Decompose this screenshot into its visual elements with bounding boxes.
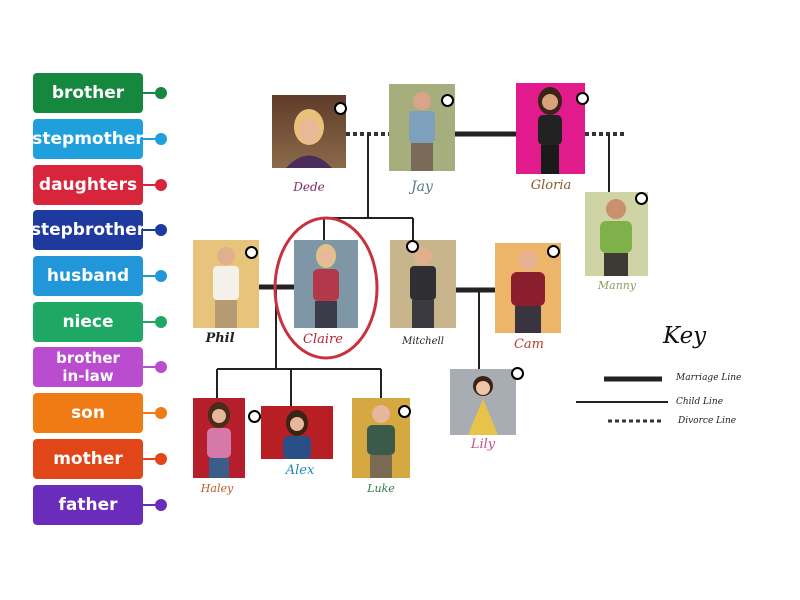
tile-handle[interactable] (155, 270, 167, 282)
name-cam: Cam (513, 337, 545, 352)
drop-target-gloria[interactable] (576, 92, 589, 105)
tile-handle[interactable] (155, 499, 167, 511)
photo-haley (193, 398, 245, 478)
photo-mitchell (390, 240, 456, 328)
photo-gloria (516, 83, 585, 174)
key-child-label: Child Line (676, 397, 724, 407)
tile-son[interactable]: son (33, 393, 143, 433)
name-dede: Dede (293, 180, 325, 194)
tile-connector (143, 366, 157, 368)
key-marriage-label: Marriage Line (676, 373, 742, 383)
tile-mother[interactable]: mother (33, 439, 143, 479)
photo-lily (450, 369, 516, 435)
tile-handle[interactable] (155, 453, 167, 465)
photo-claire (294, 240, 358, 328)
photo-cam (495, 243, 561, 333)
key-title: Key (663, 323, 707, 349)
tile-connector (143, 138, 157, 140)
tile-niece[interactable]: niece (33, 302, 143, 342)
drop-target-dede[interactable] (334, 102, 347, 115)
name-phil: Phil (205, 331, 235, 346)
tile-daughters[interactable]: daughters (33, 165, 143, 205)
tile-connector (143, 412, 157, 414)
tile-handle[interactable] (155, 87, 167, 99)
tile-brother-in-law[interactable]: brother in-law (33, 347, 143, 387)
tile-stepmother[interactable]: stepmother (32, 119, 144, 159)
tile-connector (143, 275, 157, 277)
tile-connector (143, 229, 157, 231)
name-manny: Manny (597, 279, 637, 292)
drop-target-luke[interactable] (398, 405, 411, 418)
tile-connector (143, 184, 157, 186)
drop-target-cam[interactable] (547, 245, 560, 258)
name-mitchell: Mitchell (402, 336, 444, 347)
photo-manny (585, 192, 648, 276)
tile-connector (143, 321, 157, 323)
photo-alex (261, 406, 333, 459)
drop-target-phil[interactable] (245, 246, 258, 259)
photo-dede (272, 95, 346, 168)
tile-connector (143, 458, 157, 460)
claire-highlight-ellipse (273, 216, 379, 360)
name-haley: Haley (200, 482, 234, 495)
key-divorce-label: Divorce Line (678, 416, 737, 426)
name-jay: Jay (411, 179, 433, 195)
tile-handle[interactable] (155, 361, 167, 373)
tile-handle[interactable] (155, 133, 167, 145)
tile-handle[interactable] (155, 224, 167, 236)
name-gloria: Gloria (530, 178, 572, 193)
tile-connector (143, 92, 157, 94)
tile-brother[interactable]: brother (33, 73, 143, 113)
name-alex: Alex (285, 463, 315, 478)
tile-father[interactable]: father (33, 485, 143, 525)
name-luke: Luke (367, 482, 395, 495)
drop-target-lily[interactable] (511, 367, 524, 380)
drop-target-jay[interactable] (441, 94, 454, 107)
tile-husband[interactable]: husband (33, 256, 143, 296)
tile-handle[interactable] (155, 179, 167, 191)
tile-stepbrother[interactable]: stepbrother (31, 210, 145, 250)
tile-handle[interactable] (155, 316, 167, 328)
drop-target-mitchell[interactable] (406, 240, 419, 253)
drop-target-manny[interactable] (635, 192, 648, 205)
drop-target-haley[interactable] (248, 410, 261, 423)
tile-connector (143, 504, 157, 506)
tile-handle[interactable] (155, 407, 167, 419)
name-claire: Claire (303, 332, 343, 347)
name-lily: Lily (470, 437, 496, 452)
